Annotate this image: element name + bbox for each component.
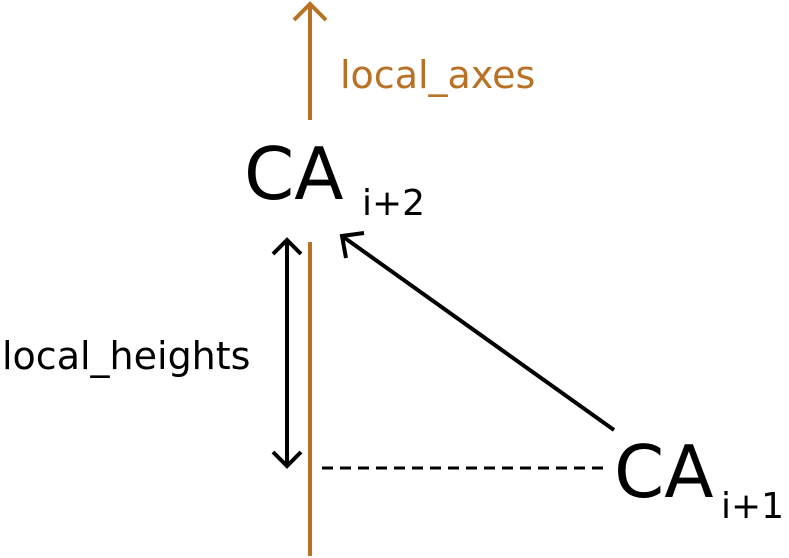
ca-top-symbol: CA xyxy=(244,132,344,216)
ca-vector-arrowhead xyxy=(339,231,365,259)
ca-bottom-subscript: i+1 xyxy=(721,486,785,527)
ca-bottom-symbol: CA xyxy=(614,430,714,514)
ca-top-subscript: i+2 xyxy=(362,183,426,224)
local-heights-label: local_heights xyxy=(2,334,251,378)
ca-vector-line xyxy=(340,234,616,432)
local-axes-label: local_axes xyxy=(340,53,536,97)
local-heights-arrowhead-top xyxy=(271,237,303,256)
local-axis-arrowhead xyxy=(292,1,328,22)
local-heights-arrowhead-bottom xyxy=(271,450,303,469)
